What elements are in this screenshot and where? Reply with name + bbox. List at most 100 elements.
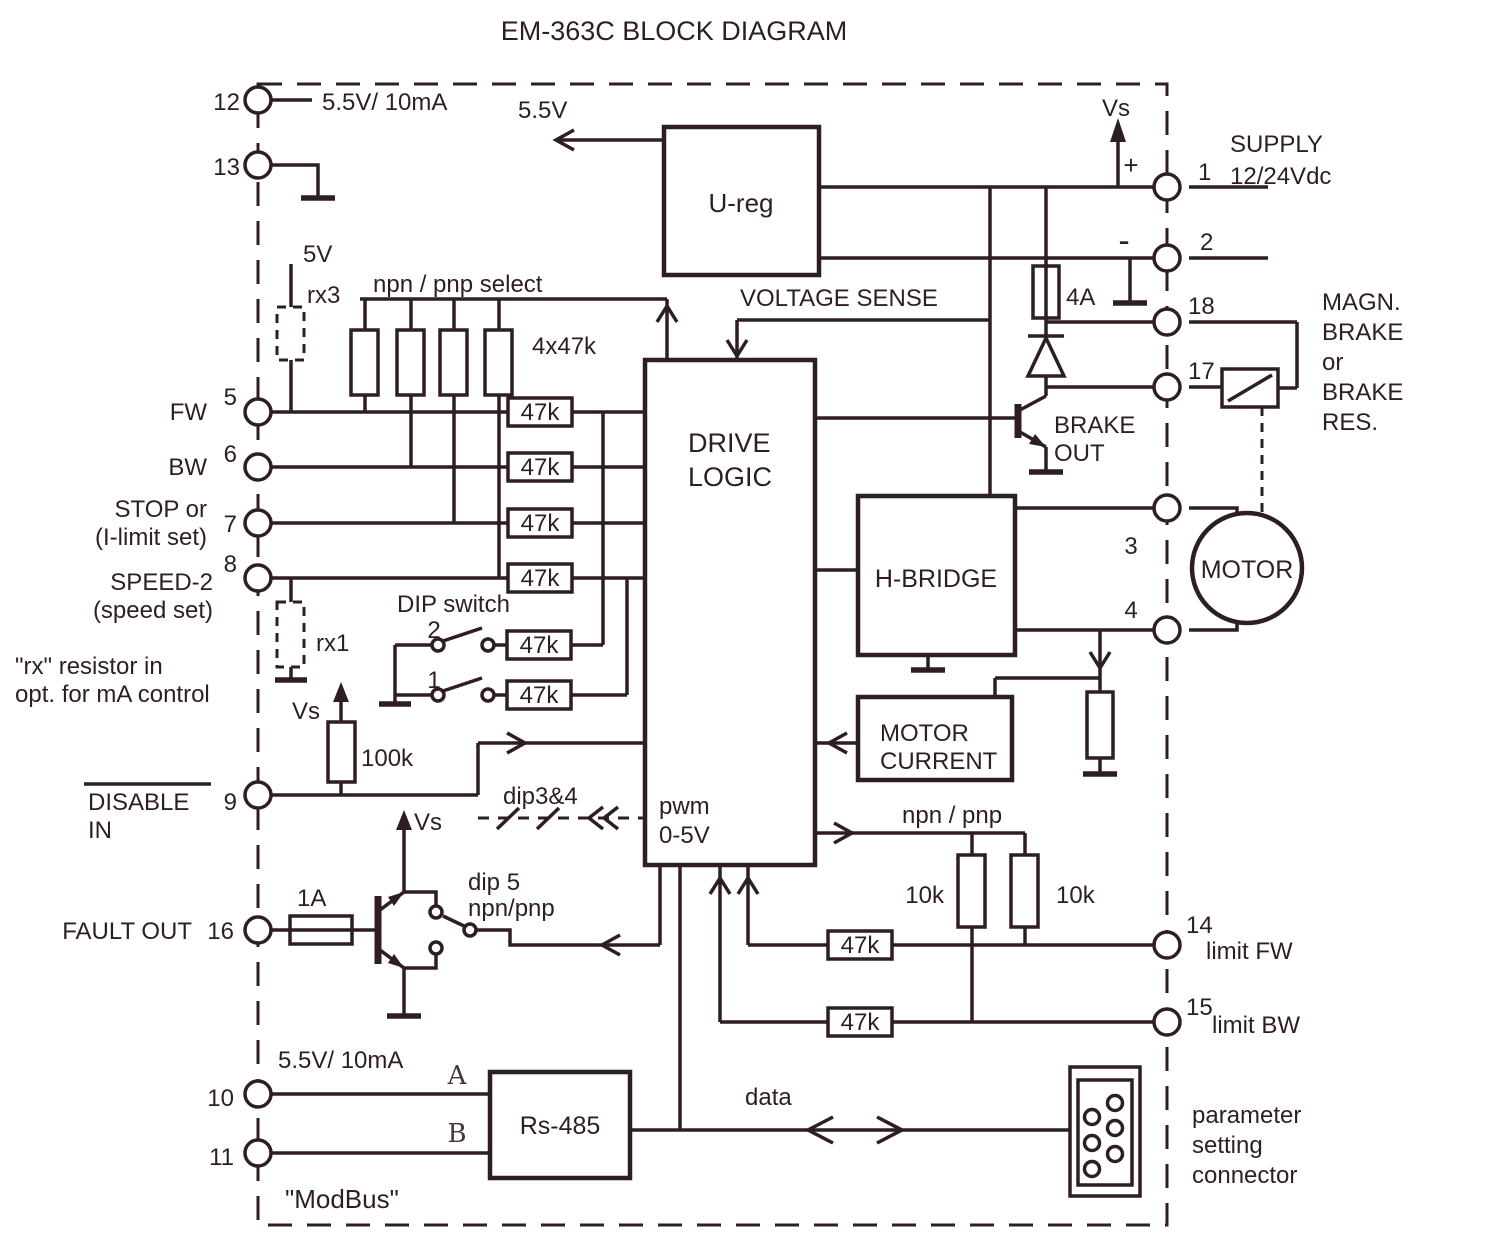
parameter-connector bbox=[1068, 1065, 1142, 1198]
pin-number-11: 11 bbox=[209, 1144, 234, 1171]
pin-number-14: 14 bbox=[1186, 912, 1213, 939]
label-fw: FW bbox=[170, 399, 208, 426]
label-4x47k: 4x47k bbox=[532, 333, 597, 360]
pin-number-5: 5 bbox=[224, 384, 237, 411]
label-100k: 100k bbox=[361, 745, 414, 772]
label-or: or bbox=[1322, 349, 1343, 376]
label-dip5-npnpnp: npn/pnp bbox=[468, 895, 555, 922]
dip34-dashed-link bbox=[478, 805, 645, 831]
label-5v5-10ma-top: 5.5V/ 10mA bbox=[322, 89, 447, 116]
module-boundary bbox=[256, 82, 1169, 1227]
label-speedset: (speed set) bbox=[93, 597, 213, 624]
terminal-11 bbox=[243, 1138, 273, 1168]
terminal-5 bbox=[243, 397, 273, 427]
terminal-13 bbox=[243, 150, 273, 180]
label-plus: + bbox=[1123, 150, 1138, 180]
label-disable: DISABLE bbox=[88, 789, 189, 816]
label-5v5-10ma-bottom: 5.5V/ 10mA bbox=[278, 1047, 403, 1074]
label-voltage-sense: VOLTAGE SENSE bbox=[740, 285, 938, 312]
brake-out-transistor bbox=[1014, 394, 1063, 475]
label-bw: BW bbox=[168, 454, 207, 481]
label-dip34: dip3&4 bbox=[503, 783, 578, 810]
terminal-18 bbox=[1152, 307, 1182, 337]
pin-number-18: 18 bbox=[1188, 293, 1215, 320]
terminal-15 bbox=[1152, 1007, 1182, 1037]
label-pwm: pwm bbox=[659, 793, 710, 820]
rx3-optional-resistor bbox=[275, 305, 306, 362]
pin-number-17: 17 bbox=[1188, 358, 1215, 385]
terminal-6 bbox=[243, 452, 273, 482]
r47k-dip2: 47k bbox=[520, 632, 560, 659]
diode-symbol bbox=[1025, 333, 1067, 378]
pin-number-12: 12 bbox=[213, 89, 240, 116]
dip5-selector-contact bbox=[462, 922, 478, 938]
label-stop: STOP or bbox=[115, 496, 207, 523]
label-fault-out: FAULT OUT bbox=[62, 918, 192, 945]
label-vs-100k: Vs bbox=[292, 698, 320, 725]
terminal-10 bbox=[243, 1079, 273, 1109]
label-npn-pnp-select: npn / pnp select bbox=[373, 271, 543, 298]
terminal-2 bbox=[1152, 243, 1182, 273]
hbridge-block bbox=[855, 493, 1018, 658]
wires-motor bbox=[718, 506, 1239, 1024]
pin-number-6: 6 bbox=[224, 441, 237, 468]
arrowheads bbox=[506, 128, 1112, 1145]
label-param3: connector bbox=[1192, 1162, 1297, 1189]
r47k-speed: 47k bbox=[521, 565, 561, 592]
pin-number-1: 1 bbox=[1198, 159, 1211, 186]
label-brake2: BRAKE bbox=[1322, 379, 1403, 406]
r47k-stop: 47k bbox=[521, 510, 561, 537]
label-5v5: 5.5V bbox=[518, 97, 567, 124]
label-rx-note1: "rx" resistor in bbox=[15, 653, 163, 680]
label-limit-fw: limit FW bbox=[1206, 938, 1293, 965]
label-vs-supply: Vs bbox=[1102, 95, 1130, 122]
r47k-limitbw: 47k bbox=[841, 1009, 881, 1036]
pin-number-10: 10 bbox=[207, 1085, 234, 1112]
terminals-right bbox=[1152, 172, 1182, 1037]
r47k-limitfw: 47k bbox=[841, 932, 881, 959]
label-10k-left: 10k bbox=[905, 882, 945, 909]
label-10k-right: 10k bbox=[1056, 882, 1096, 909]
label-magn: MAGN. bbox=[1322, 289, 1401, 316]
pin-number-4: 4 bbox=[1124, 597, 1137, 624]
label-brake-out2: OUT bbox=[1054, 440, 1105, 467]
terminals-left bbox=[243, 85, 273, 1168]
label-npn-pnp: npn / pnp bbox=[902, 802, 1002, 829]
label-rx3: rx3 bbox=[307, 282, 340, 309]
wires-power bbox=[556, 136, 1299, 496]
label-dip5: dip 5 bbox=[468, 869, 520, 896]
motor-current-block bbox=[855, 694, 1015, 783]
label-modbus: "ModBus" bbox=[285, 1184, 399, 1214]
ureg-label: U-reg bbox=[708, 188, 773, 218]
pin-number-16: 16 bbox=[207, 918, 234, 945]
label-fuse-4a: 4A bbox=[1066, 284, 1095, 311]
label-in: IN bbox=[88, 817, 112, 844]
current-sense-resistor bbox=[1085, 690, 1115, 760]
wires-bottom bbox=[271, 865, 1070, 1155]
fault-output-transistor bbox=[374, 810, 662, 1014]
r47k-bw: 47k bbox=[521, 454, 561, 481]
drive-label: DRIVE bbox=[688, 428, 771, 458]
vs-arrow-100k bbox=[333, 682, 349, 702]
label-rx1: rx1 bbox=[316, 630, 349, 657]
ureg-block bbox=[661, 124, 822, 278]
hbridge-label: H-BRIDGE bbox=[875, 565, 997, 593]
terminal-14 bbox=[1152, 930, 1182, 960]
resistor-10k-left bbox=[956, 853, 987, 929]
label-res: RES. bbox=[1322, 409, 1378, 436]
terminal-17 bbox=[1152, 372, 1182, 402]
label-vs-fault: Vs bbox=[414, 809, 442, 836]
text-labels: 12 13 5.5V/ 10mA 5.5V U-reg Vs + - 1 2 S… bbox=[15, 89, 1403, 1214]
pullup-resistors-4x47k bbox=[349, 328, 514, 397]
label-ilimit: (I-limit set) bbox=[95, 524, 207, 551]
label-dip-switch: DIP switch bbox=[397, 591, 510, 618]
terminal-9 bbox=[243, 780, 273, 810]
label-5v: 5V bbox=[303, 241, 332, 268]
terminal-12 bbox=[243, 85, 273, 115]
label-fuse-1a: 1A bbox=[297, 885, 326, 912]
label-param2: setting bbox=[1192, 1132, 1263, 1159]
motor-label: MOTOR bbox=[1201, 556, 1294, 584]
label-b: B bbox=[447, 1119, 466, 1149]
